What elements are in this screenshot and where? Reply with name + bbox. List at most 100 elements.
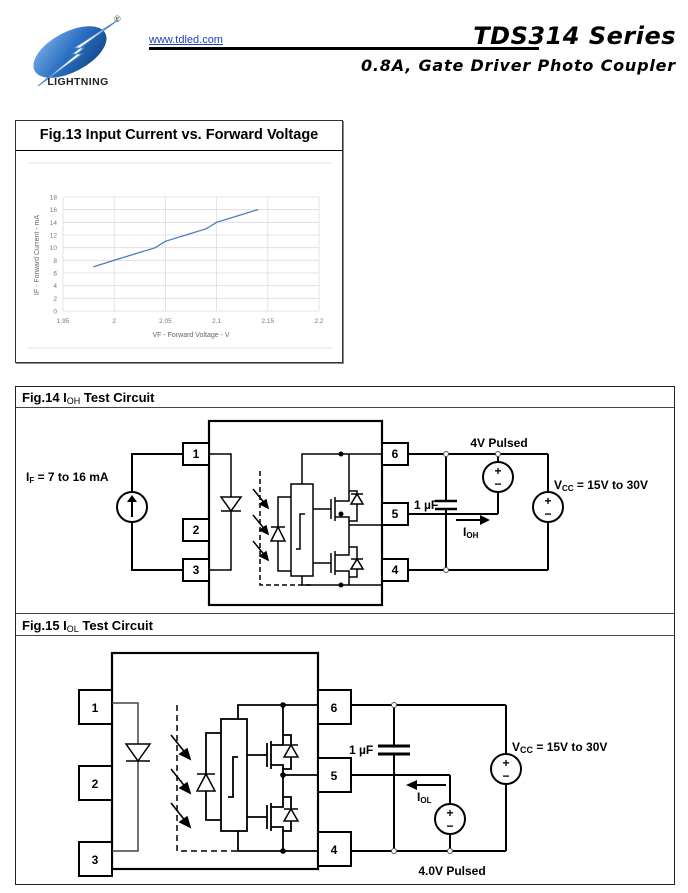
- pulsed-minus: −: [494, 477, 501, 491]
- chart-data-point: [154, 247, 156, 249]
- chart-ytick-label: 12: [50, 233, 58, 240]
- pin-4: [317, 831, 352, 867]
- pulsed-plus: +: [446, 806, 453, 820]
- chart-xtick-label: 2.15: [261, 318, 274, 325]
- schmitt-icon: [296, 513, 305, 550]
- chart-data-point: [93, 266, 95, 268]
- chart-xtick-label: 2: [112, 318, 116, 325]
- fig15-circuit: 1 2 3 6 5 4: [78, 651, 607, 878]
- light-emission-arrows: [170, 734, 192, 829]
- vcc-label: VCC = 15V to 30V: [554, 478, 648, 493]
- pin-6: [317, 689, 352, 725]
- if-label: IF = 7 to 16 mA: [26, 470, 109, 485]
- chart-ytick-label: 18: [50, 195, 58, 202]
- vcc-source-icon: [490, 753, 522, 785]
- ioh-arrow-icon: [456, 515, 490, 525]
- chart-ylabel: IF - Forward Current - mA: [34, 215, 41, 295]
- chart-ytick-label: 2: [53, 296, 57, 303]
- chart-ytick-label: 16: [50, 207, 58, 214]
- document-title: TDS314 Series: [473, 22, 676, 50]
- photodiode-icon: [195, 772, 217, 792]
- chart-ytick-label: 14: [50, 220, 58, 227]
- capacitor-label: 1 µF: [349, 743, 373, 757]
- fig15-title-suffix: Test Circuit: [78, 618, 153, 633]
- chart-data-point: [164, 240, 166, 242]
- chart-data-point: [134, 253, 136, 255]
- document-subtitle: 0.8A, Gate Driver Photo Coupler: [361, 56, 676, 75]
- fig14-circuit: 1 2 3 6 5 4: [26, 419, 648, 607]
- chart-data-point: [113, 259, 115, 261]
- lightning-logo-icon: ® LIGHTNING: [33, 14, 121, 88]
- pin-1-label: 1: [92, 701, 99, 715]
- pulsed-plus: +: [494, 464, 501, 478]
- iol-arrow-icon: [406, 780, 446, 790]
- fig14-title-suffix: Test Circuit: [80, 390, 155, 405]
- pulsed-source-icon: [434, 803, 466, 835]
- fig15-title-sub: OL: [66, 624, 79, 634]
- vcc-plus: +: [502, 756, 509, 770]
- vcc-plus: +: [544, 494, 551, 508]
- pin-3: [78, 841, 113, 877]
- fig14-title-sub: OH: [66, 396, 81, 406]
- pulsed-minus: −: [446, 819, 453, 833]
- schmitt-block: [220, 718, 248, 832]
- chart-data-point: [205, 228, 207, 230]
- pin-4-label: 4: [331, 843, 338, 857]
- pulsed-label: 4.0V Pulsed: [418, 864, 485, 878]
- mosfet-low-icon: [349, 557, 365, 570]
- registered-mark: ®: [114, 14, 121, 24]
- pin-3-label: 3: [193, 563, 200, 577]
- shield-dashed: [176, 705, 238, 852]
- pin-1: [78, 689, 113, 725]
- fig15-title: Fig.15 IOL Test Circuit: [16, 613, 674, 636]
- fig14-title: Fig.14 IOH Test Circuit: [16, 387, 674, 408]
- header-rule: [149, 47, 539, 50]
- led-diode-icon: [124, 743, 152, 763]
- chart-data-point: [236, 215, 238, 217]
- lightning-logo: ® LIGHTNING: [28, 8, 128, 88]
- schmitt-block: [290, 483, 314, 577]
- mosfet-high-icon: [282, 743, 300, 758]
- vcc-minus: −: [502, 769, 509, 783]
- shield-dashed: [259, 471, 313, 586]
- pin-2-label: 2: [92, 777, 99, 791]
- led-diode-icon: [219, 496, 243, 513]
- vcc-source-icon: [532, 491, 564, 523]
- fig15-title-prefix: Fig.15 I: [22, 618, 67, 633]
- fig13-title: Fig.13 Input Current vs. Forward Voltage: [16, 121, 342, 151]
- pin-4-label: 4: [392, 563, 399, 577]
- chart-ytick-label: 8: [53, 258, 57, 265]
- pin-1-label: 1: [193, 447, 200, 461]
- chart-series-line: [93, 209, 258, 268]
- pin-2-label: 2: [193, 523, 200, 537]
- pin-6-label: 6: [392, 447, 399, 461]
- pin-3-label: 3: [92, 853, 99, 867]
- mosfet-low-icon: [282, 807, 300, 822]
- pin-5: [317, 757, 352, 793]
- chart-xtick-label: 2.1: [212, 318, 221, 325]
- mosfet-high-icon: [349, 492, 365, 505]
- chart-data-point: [216, 221, 218, 223]
- pulsed-label: 4V Pulsed: [470, 436, 527, 450]
- pin-5-label: 5: [331, 769, 338, 783]
- chart-xtick-label: 2.2: [314, 318, 323, 325]
- iol-label: IOL: [417, 790, 432, 805]
- chart-ytick-label: 4: [53, 283, 57, 290]
- photodiode-icon: [269, 525, 287, 542]
- fig14-title-prefix: Fig.14 I: [22, 390, 67, 405]
- chart-ytick-label: 0: [53, 309, 57, 316]
- pin-5-label: 5: [392, 507, 399, 521]
- website-link[interactable]: www.tdled.com: [149, 34, 223, 46]
- fig13-panel: Fig.13 Input Current vs. Forward Voltage…: [15, 120, 343, 363]
- ioh-label: IOH: [463, 525, 479, 540]
- chart-xtick-label: 1.95: [57, 318, 70, 325]
- chart-data-point: [185, 234, 187, 236]
- chart-xtick-label: 2.05: [159, 318, 172, 325]
- pin-6-label: 6: [331, 701, 338, 715]
- schmitt-icon: [228, 756, 238, 798]
- vcc-label: VCC = 15V to 30V: [512, 740, 607, 755]
- chart-ytick-label: 6: [53, 271, 57, 278]
- logo-text: LIGHTNING: [47, 76, 108, 88]
- chart-xlabel: VF - Forward Voltage - V: [152, 332, 229, 339]
